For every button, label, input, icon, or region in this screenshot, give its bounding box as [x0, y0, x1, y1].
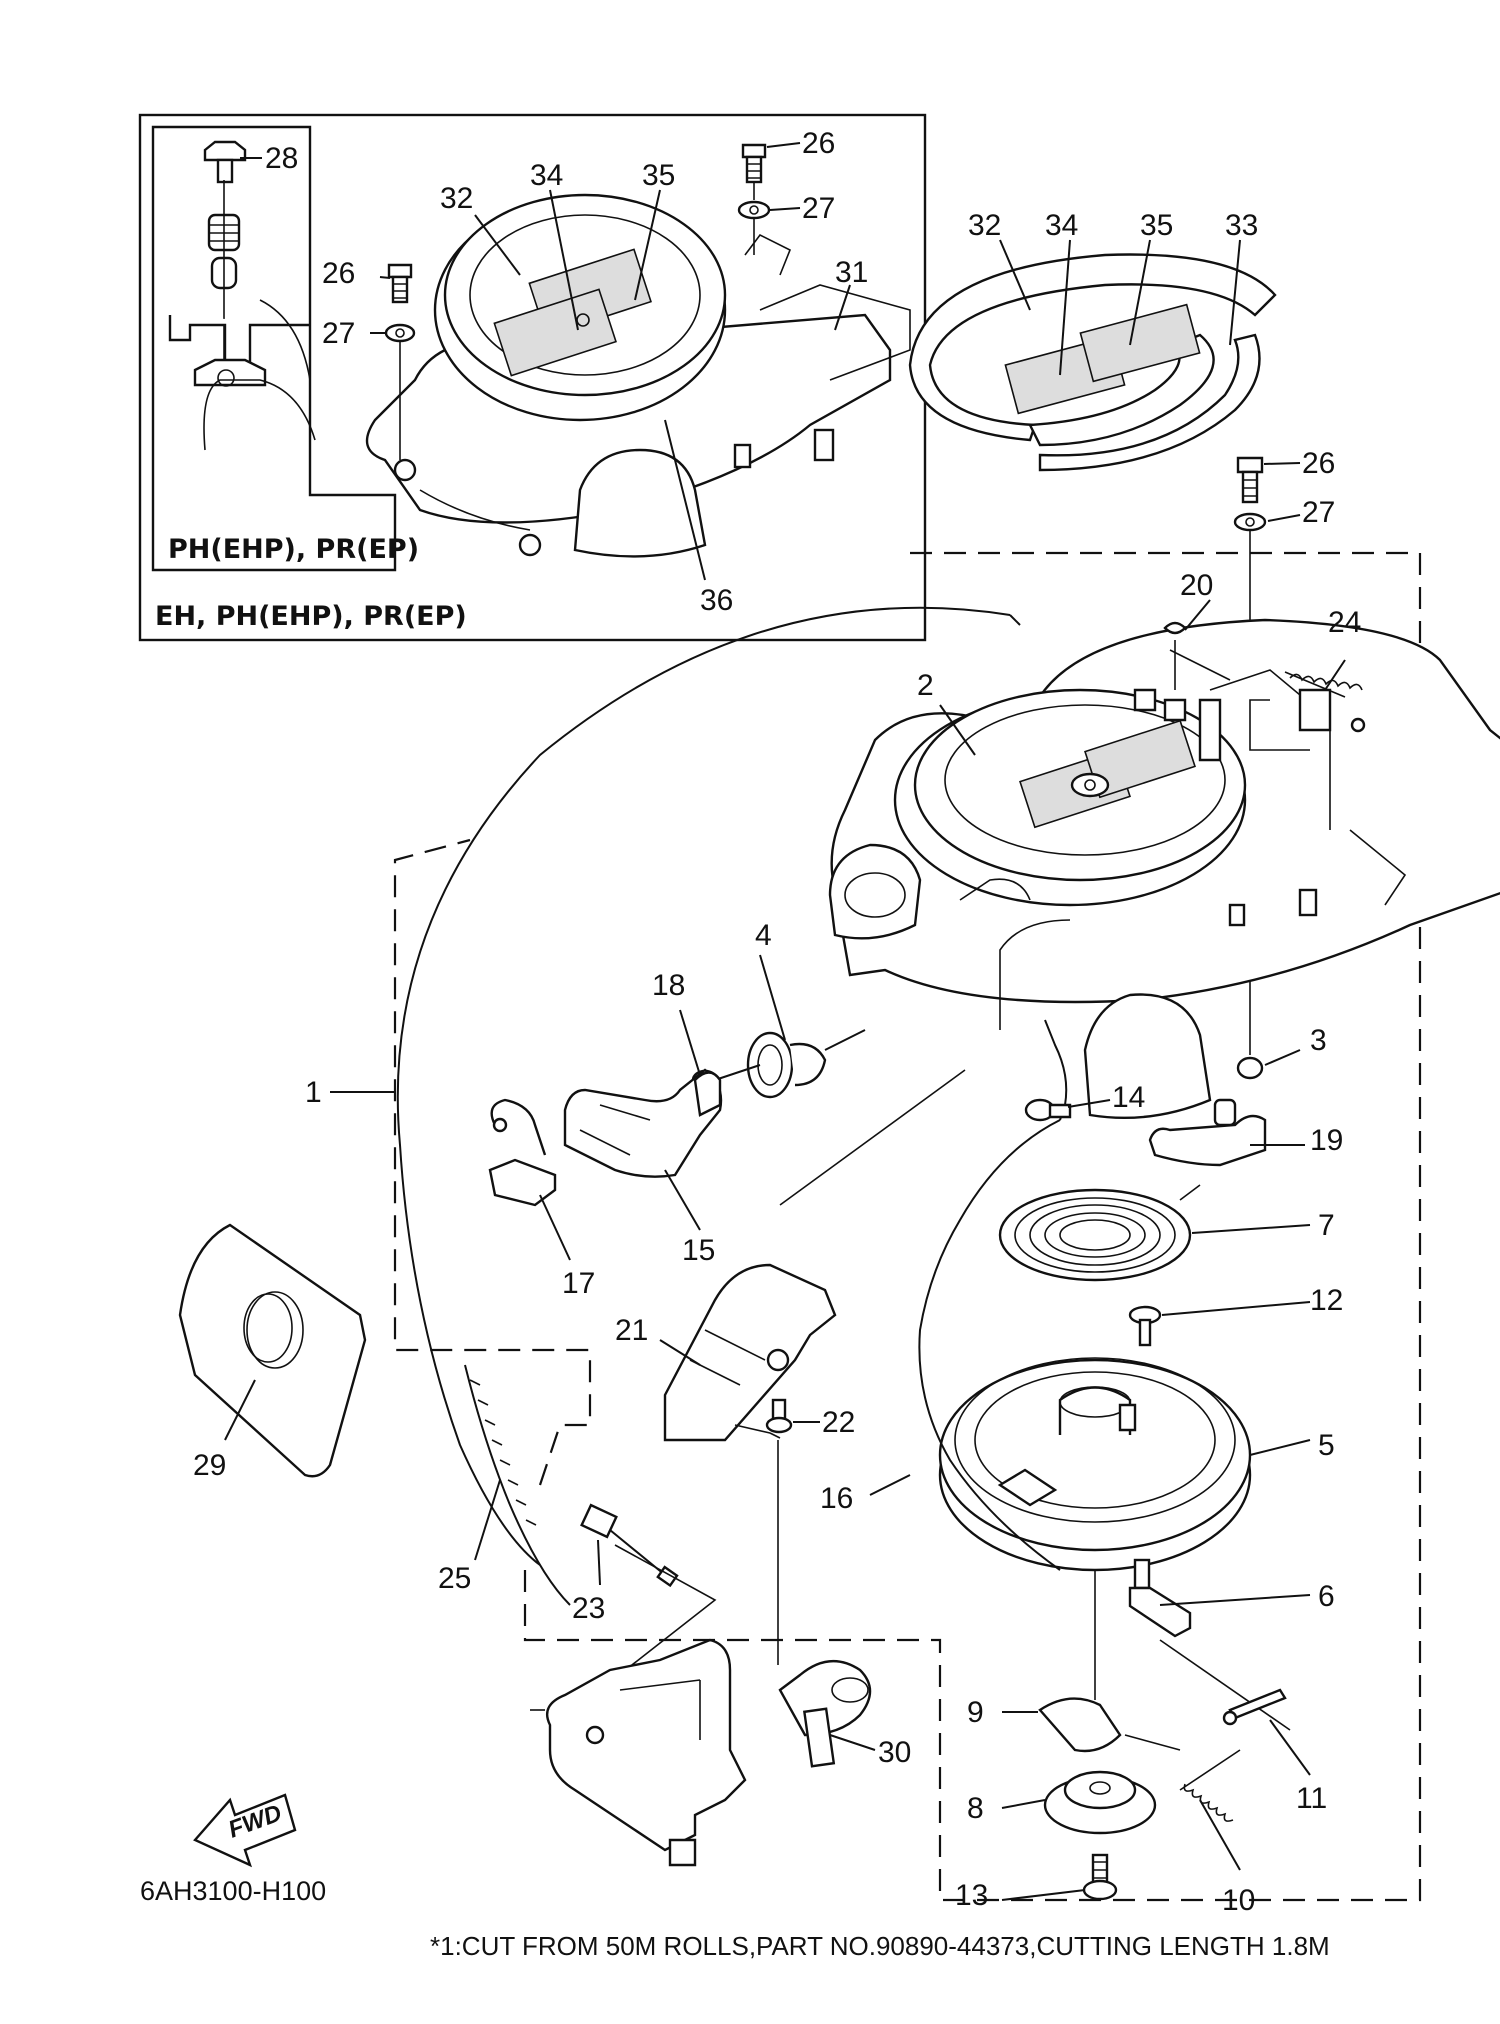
callout-16: 16: [820, 1482, 853, 1515]
callout-17: 17: [562, 1267, 595, 1300]
callout-22: 22: [822, 1406, 855, 1439]
callout-35: 35: [642, 159, 675, 192]
callout-20: 20: [1180, 569, 1213, 602]
hose-30: [778, 1659, 872, 1768]
callout-6: 6: [1318, 1580, 1335, 1613]
plate-9: [1038, 1697, 1122, 1753]
callout-32-main: 32: [968, 209, 1001, 242]
inset-box: PH(EHP), PR(EP) EH, PH(EHP), PR(EP): [138, 113, 927, 642]
callout-4: 4: [755, 919, 772, 952]
callout-30: 30: [878, 1736, 911, 1769]
callout-10: 10: [1222, 1884, 1255, 1917]
callout-27-inset-left: 27: [322, 317, 355, 350]
inset-washer-27-left: [384, 323, 416, 343]
callout-23: 23: [572, 1592, 605, 1625]
assembly-dashed-boundary: [393, 551, 1422, 1902]
starter-rope-arc: [396, 606, 1011, 1566]
callout-14: 14: [1112, 1081, 1145, 1114]
callout-35-main: 35: [1140, 209, 1173, 242]
callout-labels: 1 2 3 4 5 6 7 8 9 10 11 12 13 14 15 16 1…: [193, 127, 1361, 1917]
callout-7: 7: [1318, 1209, 1335, 1242]
callout-26-inset-left: 26: [322, 257, 355, 290]
callout-2: 2: [917, 669, 934, 702]
callout-3: 3: [1310, 1024, 1327, 1057]
inset-inner-caption: PH(EHP), PR(EP): [168, 534, 419, 565]
callout-12: 12: [1310, 1284, 1343, 1317]
screw-12: [1128, 1305, 1162, 1347]
callout-15: 15: [682, 1234, 715, 1267]
callout-1: 1: [305, 1076, 322, 1109]
inset-bolt-assembly: [168, 140, 316, 451]
callout-5: 5: [1318, 1429, 1335, 1462]
callout-21: 21: [615, 1314, 648, 1347]
decal-set: [908, 253, 1277, 472]
callout-18: 18: [652, 969, 685, 1002]
callout-26-inset-upper: 26: [802, 127, 835, 160]
callout-25: 25: [438, 1562, 471, 1595]
callout-27-inset-upper: 27: [802, 192, 835, 225]
rope-guide-4: [746, 1031, 827, 1099]
return-spring-24: [1284, 671, 1366, 733]
callout-28: 28: [265, 142, 298, 175]
callout-34: 34: [530, 159, 563, 192]
callout-19: 19: [1310, 1124, 1343, 1157]
bushing-3: [1236, 1056, 1264, 1080]
inset-bolt-26-left: [387, 263, 413, 304]
inset-outer-caption: EH, PH(EHP), PR(EP): [155, 601, 467, 632]
callout-13: 13: [955, 1879, 988, 1912]
footnote: *1:CUT FROM 50M ROLLS,PART NO.90890-4437…: [430, 1931, 1330, 1961]
cable-end-14: [1024, 1098, 1072, 1122]
bolt-26: [1236, 456, 1264, 504]
spiral-spring-7: [998, 1184, 1201, 1282]
retainer-8: [1043, 1770, 1157, 1835]
callout-27: 27: [1302, 496, 1335, 529]
cable-25: [464, 1364, 571, 1606]
callout-9: 9: [967, 1696, 984, 1729]
lever-19: [1148, 1098, 1267, 1167]
drawing-code: 6AH3100-H100: [140, 1876, 326, 1906]
callout-32: 32: [440, 182, 473, 215]
spring-10: [1179, 1749, 1241, 1822]
handle-15: [563, 1068, 723, 1178]
starter-cable-16: [918, 1119, 1061, 1571]
callout-26: 26: [1302, 447, 1335, 480]
spacer-29: [178, 1223, 367, 1478]
inset-starter-housing: [365, 193, 911, 558]
washer-27: [1233, 512, 1267, 532]
inset-washer-27-upper: [737, 200, 771, 220]
callout-24: 24: [1328, 606, 1361, 639]
inset-bolt-26-upper: [741, 143, 767, 200]
callout-29: 29: [193, 1449, 226, 1482]
reel-5: [938, 1357, 1252, 1572]
callout-36: 36: [700, 584, 733, 617]
callout-31: 31: [835, 256, 868, 289]
pawl-6: [1128, 1558, 1192, 1638]
clip-17: [488, 1098, 557, 1207]
callout-34-main: 34: [1045, 209, 1078, 242]
callout-11: 11: [1296, 1782, 1327, 1815]
screw-13: [1082, 1853, 1118, 1901]
screw-22: [765, 1398, 793, 1434]
callout-8: 8: [967, 1792, 984, 1825]
pin-11: [1222, 1688, 1287, 1726]
callout-33: 33: [1225, 209, 1258, 242]
pawl-spring-20: [1133, 621, 1187, 722]
fwd-arrow: FWD: [193, 1793, 297, 1868]
nut-23: [580, 1503, 679, 1588]
starter-housing: [828, 618, 1500, 1120]
mounting-bracket: [545, 1638, 747, 1867]
